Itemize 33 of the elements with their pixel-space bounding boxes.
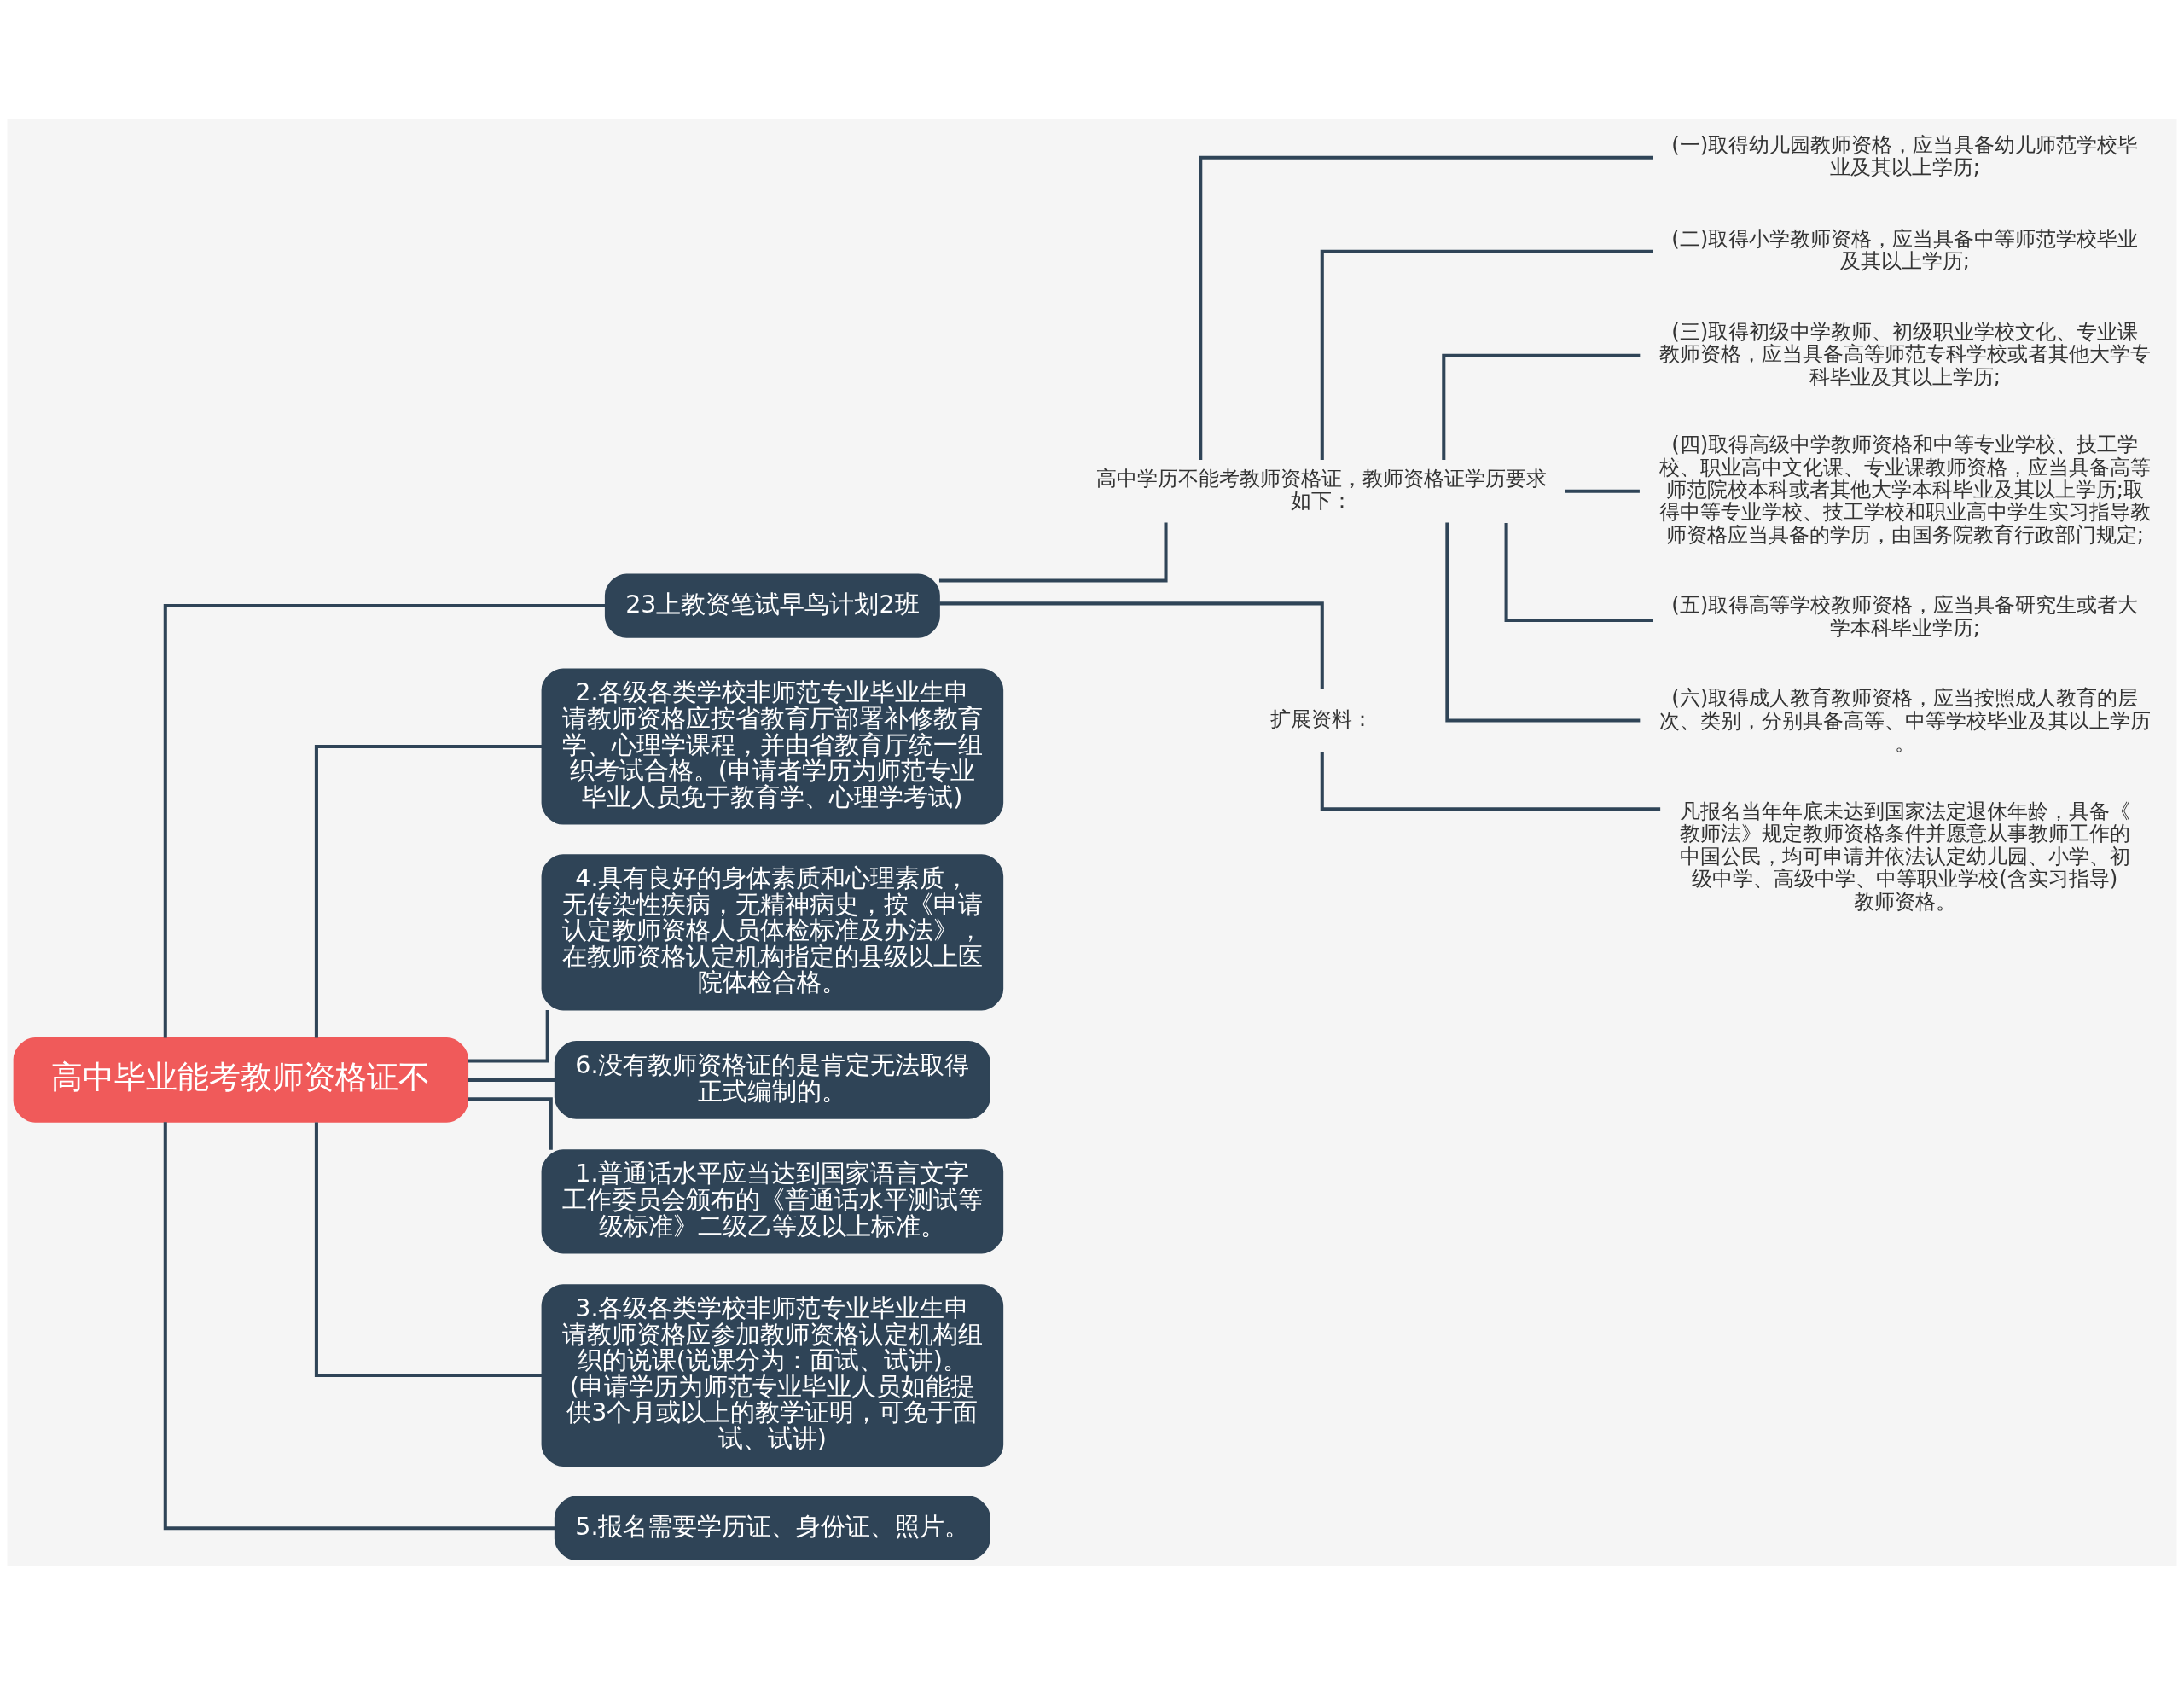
connector — [1199, 155, 1653, 460]
node-text: (三)取得初级中学教师、初级职业学校文化、专业课教师资格，应当具备高等师范专科学校或者其他大学专科毕业及其以上学历; — [1658, 318, 2151, 389]
connector — [1442, 353, 1641, 460]
connector — [1445, 522, 1641, 722]
connector — [1565, 489, 1640, 493]
node-text: (五)取得高等学校教师资格，应当具备研究生或者大学本科毕业学历; — [1671, 591, 2139, 640]
connector — [314, 744, 542, 1037]
node-box: 5.报名需要学历证、身份证、照片。 — [554, 1496, 990, 1560]
node-text: (二)取得小学教师资格，应当具备中等师范学校毕业及其以上学历; — [1671, 225, 2139, 273]
node-text: (一)取得幼儿园教师资格，应当具备幼儿师范学校毕业及其以上学历; — [1671, 131, 2139, 179]
connector — [163, 1121, 555, 1530]
node-box: 高中毕业能考教师资格证不 — [13, 1037, 469, 1123]
connector — [939, 601, 1324, 689]
connector — [1320, 751, 1661, 811]
node-text: 扩展资料： — [1269, 706, 1373, 731]
connector — [938, 521, 1168, 583]
node-text: (四)取得高级中学教师资格和中等专业学校、技工学校、职业高中文化课、专业课教师资格，应当具备高等师范院校本科或者其他大学本科毕业及其以上学历;取得中等专业学校、技工学校和职业高中学生实习指导教师资格应当具备的学历，由国务院教育行政部门规定; — [1658, 431, 2151, 547]
node-box: 2.各级各类学校非师范专业毕业生申请教师资格应按省教育厅部署补修教育学、心理学课程，并由省教育厅统一组织考试合格。(申请者学历为师范专业毕业人员免于教育学、心理学考试) — [541, 667, 1004, 825]
connector — [468, 1078, 555, 1082]
node-text: 凡报名当年年底未达到国家法定退休年龄，具备《教师法》规定教师资格条件并愿意从事教师工作的中国公民，均可申请并依法认定幼儿园、小学、初级中学、高级中学、中等职业学校(含实习指导)教师资格。 — [1679, 798, 2130, 914]
node-text: 高中学历不能考教师资格证，教师资格证学历要求如下： — [1095, 465, 1547, 513]
connector — [163, 603, 606, 1038]
node-box: 4.具有良好的身体素质和心理素质，无传染性疾病，无精神病史，按《申请认定教师资格人员体检标准及办法》，在教师资格认定机构指定的县级以上医院体检合格。 — [541, 853, 1004, 1010]
node-box: 6.没有教师资格证的是肯定无法取得正式编制的。 — [554, 1040, 990, 1119]
connector — [1504, 522, 1653, 622]
node-box: 3.各级各类学校非师范专业毕业生申请教师资格应参加教师资格认定机构组织的说课(说课分为：面试、试讲)。(申请学历为师范专业毕业人员如能提供3个月或以上的教学证明，可免于面试、试讲) — [541, 1283, 1004, 1467]
connector — [468, 1096, 553, 1150]
connector — [468, 1009, 549, 1063]
node-text: (六)取得成人教育教师资格，应当按照成人教育的层次、类别，分别具备高等、中等学校毕业及其以上学历。 — [1658, 684, 2151, 755]
node-box: 23上教资笔试早鸟计划2班 — [604, 572, 940, 638]
connector — [314, 1122, 542, 1377]
connector — [1320, 249, 1653, 460]
node-box: 1.普通话水平应当达到国家语言文字工作委员会颁布的《普通话水平测试等级标准》二级乙等及以上标准。 — [541, 1148, 1004, 1253]
